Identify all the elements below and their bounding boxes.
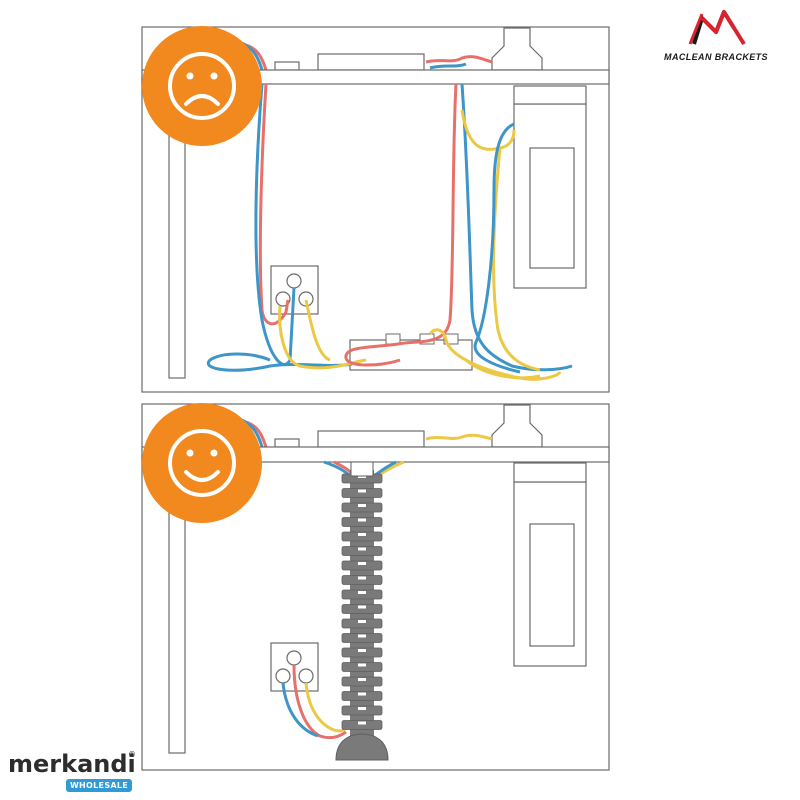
spine-slot — [358, 634, 366, 638]
spine-segment — [341, 647, 383, 658]
spine-segment — [341, 575, 383, 585]
spine-slot — [358, 649, 366, 652]
drawer — [529, 523, 575, 647]
eye — [210, 449, 218, 457]
drawer — [529, 147, 575, 269]
happy-face-badge — [142, 403, 262, 523]
spine-segment — [341, 604, 383, 614]
watermark-name: merkandi — [8, 750, 136, 778]
spine-segment — [341, 662, 383, 672]
cable-red — [258, 83, 290, 326]
spine-base — [335, 733, 389, 761]
cable-spine — [341, 461, 383, 736]
sad-face-badge — [142, 26, 262, 146]
spine-segment — [341, 502, 383, 513]
keyboard — [317, 430, 425, 448]
spine-slot — [358, 721, 366, 725]
spine-segment — [341, 546, 383, 556]
cable-yellow-loose — [465, 358, 541, 380]
spine-slot — [358, 533, 366, 536]
small-device — [274, 438, 300, 448]
socket-hole — [286, 273, 302, 289]
cabinet-top — [513, 462, 587, 483]
cable-blue-loose — [206, 352, 353, 372]
cable-top-right-blue — [429, 62, 467, 70]
eye — [186, 449, 194, 457]
socket-hole — [275, 668, 291, 684]
cable-socket-blue — [281, 682, 319, 738]
spine-slot — [358, 547, 366, 551]
badge-circle — [142, 403, 262, 523]
spine-slot — [358, 692, 366, 696]
happy-face-icon — [168, 429, 236, 497]
sad-face-icon — [168, 52, 236, 120]
cable-socket-red — [292, 664, 347, 740]
spine-segment — [341, 691, 383, 701]
spine-slot — [358, 504, 366, 507]
spine-segment — [341, 720, 383, 730]
eye — [186, 72, 194, 80]
cable-top-right — [425, 433, 493, 441]
spine-slot — [358, 576, 366, 580]
panel-before — [141, 26, 610, 393]
spine-segment — [341, 488, 383, 498]
panel-after — [141, 403, 610, 771]
spine-segment — [341, 531, 383, 542]
spine-slot — [358, 620, 366, 623]
spine-slot — [358, 707, 366, 710]
spine-segment — [341, 633, 383, 643]
cable-red-loop — [344, 83, 458, 367]
spine-segment — [341, 560, 383, 571]
eye — [210, 72, 218, 80]
cable-blue-cabinet — [473, 122, 521, 374]
spine-segment — [341, 618, 383, 629]
socket-hole — [286, 650, 302, 666]
strip-plug — [443, 333, 459, 345]
frown — [184, 94, 220, 106]
spine-top-opening — [350, 461, 374, 477]
spine-slot — [358, 562, 366, 565]
maclean-logo-icon — [688, 10, 746, 46]
smile — [184, 470, 220, 482]
cable-top-right — [425, 55, 493, 64]
watermark-tag: WHOLESALE — [66, 779, 132, 792]
socket-hole — [298, 668, 314, 684]
watermark-registered: ® — [128, 750, 136, 759]
logo-stroke-red-2 — [688, 13, 704, 45]
brand-name: MACLEAN BRACKETS — [664, 52, 768, 62]
small-device — [274, 61, 300, 71]
spine-segment — [341, 589, 383, 600]
spine-slot — [358, 518, 366, 522]
cable-yellow-socket — [304, 299, 331, 362]
cabinet-top — [513, 85, 587, 105]
spine-slot — [358, 591, 366, 594]
spine-slot — [358, 605, 366, 609]
spine-slot — [358, 678, 366, 681]
spine-segment — [341, 517, 383, 527]
badge-circle — [142, 26, 262, 146]
spine-segment — [341, 705, 383, 716]
spine-segment — [341, 676, 383, 687]
spine-slot — [358, 489, 366, 493]
keyboard — [317, 53, 425, 71]
spine-slot — [358, 663, 366, 667]
logo-stroke-red — [700, 10, 746, 46]
cable-yellow-right — [460, 109, 541, 372]
